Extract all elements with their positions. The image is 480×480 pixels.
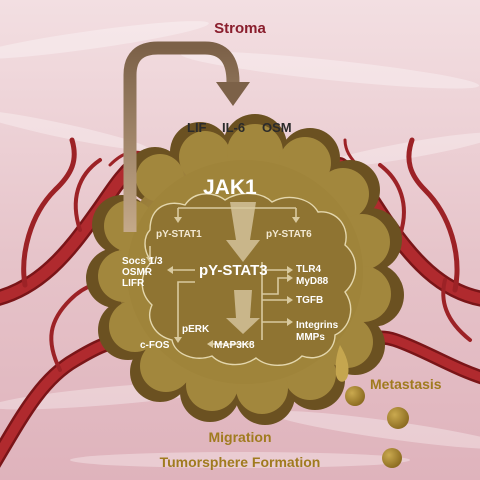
metastasis-label: Metastasis: [370, 376, 442, 392]
stat3-label: pY-STAT3: [199, 262, 268, 279]
cytokine-il6: IL-6: [222, 120, 246, 135]
target-mmps: MMPs: [296, 332, 325, 343]
cfos-label: c-FOS: [140, 340, 170, 351]
pathway-arrows: [146, 202, 300, 348]
perk-label: pERK: [182, 324, 210, 335]
target-tlr4: TLR4: [296, 264, 321, 275]
target-myd88: MyD88: [296, 276, 329, 287]
tumorsphere-label: Tumorsphere Formation: [159, 454, 321, 470]
stroma-signal-arrow: [123, 41, 250, 232]
target-integrins: Integrins: [296, 320, 339, 331]
jak1-to-stat3-arrow: [226, 202, 260, 262]
map3k8-label: MAP3K8: [214, 340, 255, 351]
target-lifr: LIFR: [122, 278, 145, 289]
stat1-label: pY-STAT1: [156, 229, 202, 240]
target-tgfb: TGFB: [296, 295, 324, 306]
stat6-label: pY-STAT6: [266, 229, 312, 240]
target-osmr: OSMR: [122, 267, 152, 278]
jak1-label: JAK1: [203, 176, 257, 199]
target-socs: Socs 1/3: [122, 256, 163, 267]
stat3-to-map3k8-arrow: [226, 290, 260, 334]
cytokine-osm: OSM: [262, 120, 292, 135]
metastasis-droplets: [345, 386, 409, 468]
migration-label: Migration: [208, 429, 272, 445]
cytokine-lif: LIF: [187, 120, 207, 135]
stroma-label: Stroma: [214, 20, 266, 37]
tumor-mass: [86, 114, 404, 425]
stroma-fibers: [0, 21, 480, 468]
